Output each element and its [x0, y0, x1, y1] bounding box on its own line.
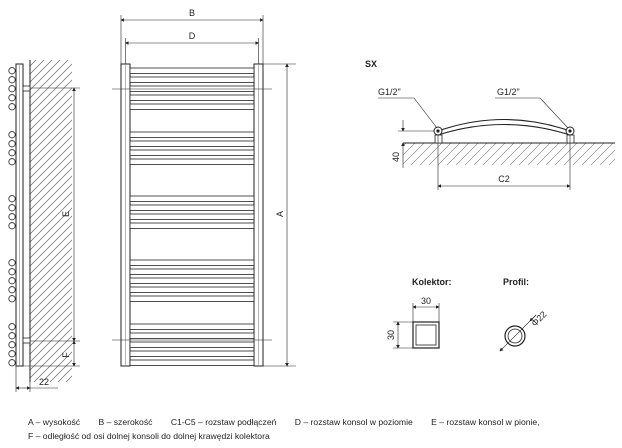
legend-row-1: A – wysokość B – szerokość C1-C5 – rozst…	[28, 415, 618, 429]
side-rung-12	[8, 222, 16, 230]
side-rung-17	[8, 295, 16, 303]
front-rung-4	[129, 103, 255, 110]
dim-e-label: E	[61, 211, 71, 217]
dim-40-label: 40	[391, 152, 401, 162]
front-rung-11	[129, 213, 255, 220]
dim-22-label: 22	[39, 377, 49, 387]
front-rung-15	[129, 277, 255, 284]
dim-a-label: A	[275, 211, 285, 217]
side-rung-1	[8, 76, 16, 84]
legend: A – wysokość B – szerokość C1-C5 – rozst…	[28, 415, 618, 443]
front-rung-20	[129, 341, 255, 348]
front-rung-9	[129, 195, 255, 202]
front-rung-16	[129, 286, 255, 293]
side-rung-11	[8, 213, 16, 221]
collector-height-label: 30	[386, 330, 396, 340]
legend-e: E – rozstaw konsol w pionie,	[431, 417, 540, 427]
side-rung-5	[8, 131, 16, 139]
front-rung-13	[129, 259, 255, 266]
side-rung-18	[8, 323, 16, 331]
sx-bracket-left	[434, 134, 443, 144]
front-rung-18	[129, 323, 255, 330]
side-rungs	[8, 67, 16, 367]
legend-d: D – rozstaw konsol w poziomie	[294, 417, 413, 427]
side-view: E F 22	[8, 60, 80, 392]
front-rung-21	[129, 350, 255, 357]
sx-wall	[403, 143, 615, 165]
side-rung-10	[8, 204, 16, 212]
front-rung-0	[129, 67, 255, 74]
profile-inner	[507, 328, 523, 344]
side-rung-9	[8, 195, 16, 203]
side-rung-16	[8, 286, 16, 294]
collector-title: Kolektor:	[412, 277, 452, 287]
side-rung-2	[8, 85, 16, 93]
side-rung-8	[8, 158, 16, 166]
front-view: B D A	[112, 8, 296, 367]
front-rung-3	[129, 94, 255, 101]
front-rung-10	[129, 204, 255, 211]
side-rung-0	[8, 67, 16, 75]
front-rung-12	[129, 222, 255, 229]
profile-diameter-label: Φ22	[529, 309, 548, 328]
collector-outer	[412, 321, 440, 349]
legend-c: C1-C5 – rozstaw podłączeń	[170, 417, 277, 427]
side-rung-6	[8, 140, 16, 148]
front-rung-17	[129, 295, 255, 302]
legend-b: B – szerokość	[98, 417, 153, 427]
side-rung-14	[8, 268, 16, 276]
sx-conn-left-label: G1/2"	[378, 87, 401, 97]
front-rungs	[129, 67, 255, 366]
front-rung-8	[129, 158, 255, 165]
front-rung-22	[129, 359, 255, 366]
side-rung-15	[8, 277, 16, 285]
collector-width-label: 30	[421, 296, 431, 306]
sx-leader-left	[378, 97, 438, 129]
dim-f-label: F	[61, 352, 71, 358]
side-rung-4	[8, 103, 16, 111]
dim-d-label: D	[189, 31, 196, 41]
side-rung-7	[8, 149, 16, 157]
side-rung-19	[8, 332, 16, 340]
side-rung-13	[8, 259, 16, 267]
sx-view: SX G1/2" G1/2" 40 C2	[365, 59, 615, 190]
sx-bracket-right	[566, 134, 575, 144]
legend-row-2: F – odległość od osi dolnej konsoli do d…	[28, 429, 618, 443]
dim-b-label: B	[189, 8, 195, 18]
wall	[30, 60, 72, 382]
bracket-bottom	[22, 337, 31, 344]
sx-curve-inner	[437, 123, 571, 136]
dim-c2-label: C2	[498, 174, 510, 184]
front-rung-19	[129, 332, 255, 339]
side-rung-20	[8, 341, 16, 349]
collector-section: Kolektor: 30 30	[386, 277, 452, 349]
front-rung-6	[129, 140, 255, 147]
front-rung-7	[129, 149, 255, 156]
legend-f: F – odległość od osi dolnej konsoli do d…	[28, 431, 270, 441]
side-rung-21	[8, 350, 16, 358]
sx-leader-right	[495, 97, 569, 129]
profile-section: Profil: Φ22	[499, 277, 549, 352]
front-rung-14	[129, 268, 255, 275]
front-rung-5	[129, 131, 255, 138]
sx-title: SX	[365, 59, 377, 69]
bracket-top	[22, 85, 31, 92]
sx-curve-outer	[437, 118, 571, 132]
side-rung-22	[8, 359, 16, 367]
profile-title: Profil:	[503, 277, 529, 287]
collector-inner	[415, 324, 437, 346]
legend-a: A – wysokość	[28, 417, 81, 427]
sx-conn-right-label: G1/2"	[497, 87, 520, 97]
front-rung-1	[129, 76, 255, 83]
side-rung-3	[8, 94, 16, 102]
